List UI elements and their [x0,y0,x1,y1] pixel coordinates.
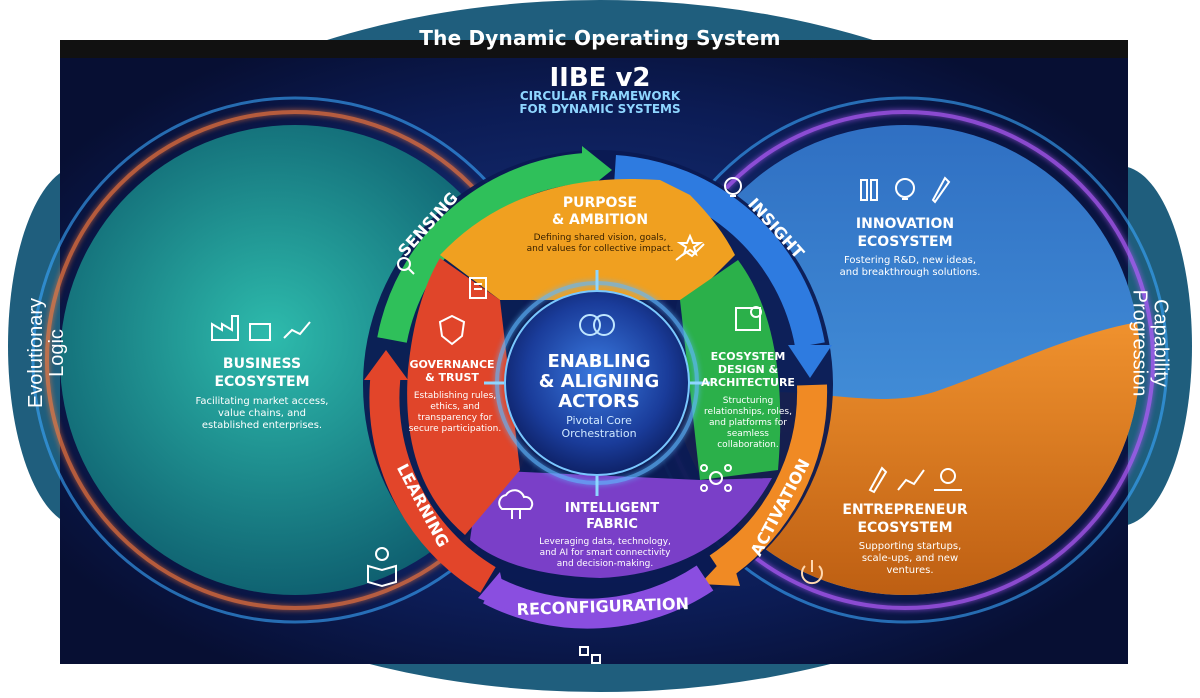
innovation-desc-1: Fostering R&D, new ideas, [844,255,976,266]
governance-desc-2: ethics, and [430,402,480,412]
insight-arrow [613,155,825,348]
reconfiguration-arrowhead [478,572,508,610]
design-desc-4: seamless [727,429,769,439]
insight-arrowhead [788,345,832,378]
purpose-desc-2: and values for collective impact. [527,244,674,254]
activation-arrow [709,384,828,581]
page-title: The Dynamic Operating System [419,26,781,50]
core-sub-2: Orchestration [561,427,636,440]
core-title-1: ENABLING [547,351,650,372]
business-desc-1: Facilitating market access, [196,396,329,407]
fabric-desc-1: Leveraging data, technology, [539,537,671,547]
design-title-2: DESIGN & [718,363,779,376]
right-label-line2: Progression [1128,289,1151,397]
reconfigure-icon [579,646,601,664]
blueprint-icon [735,306,762,331]
entrepreneur-desc-2: scale-ups, and new [862,553,958,564]
design-title-1: ECOSYSTEM [711,350,786,363]
design-desc-3: and platforms for [709,418,787,428]
design-segment [680,260,781,480]
rocket-growth-icon [868,466,962,494]
lightbulb-icon [724,177,742,197]
design-desc-5: collaboration. [717,440,779,450]
governance-title-2: & TRUST [425,371,479,384]
iibe-subtitle-2: FOR DYNAMIC SYSTEMS [519,102,680,116]
governance-desc-3: transparency for [418,413,493,423]
lab-bulb-rocket-icon [860,176,951,204]
left-label-line1: Evolutionary [25,297,48,409]
factory-chart-icon [211,315,311,341]
cloud-ai-icon [498,489,534,519]
purpose-title-2: & AMBITION [552,212,648,228]
iibe-title: IIBE v2 [549,63,650,93]
learning-arrow [369,370,496,593]
innovation-title-1: INNOVATION [856,216,954,232]
business-desc-3: established enterprises. [202,420,322,431]
brain-icon [579,314,615,336]
business-title-2: ECOSYSTEM [214,374,309,390]
core-circle [504,290,690,476]
core-sub-1: Pivotal Core [566,414,632,427]
sensing-arrow [377,153,587,343]
entrepreneur-title-2: ECOSYSTEM [857,520,952,536]
document-hand-icon [469,277,487,299]
governance-title-1: GOVERNANCE [409,358,494,371]
design-title-3: ARCHITECTURE [701,376,795,389]
learning-arrowhead [364,350,408,380]
business-desc-2: value chains, and [218,408,306,419]
left-side-label: Evolutionary Logic [25,297,69,409]
purpose-desc-1: Defining shared vision, goals, [534,233,667,243]
activation-arrowhead [700,552,740,586]
iibe-subtitle-1: CIRCULAR FRAMEWORK [520,89,681,103]
entrepreneur-title-1: ENTREPRENEUR [842,502,967,518]
governance-segment [407,258,520,535]
business-title-1: BUSINESS [223,356,301,372]
network-icon [700,464,732,492]
innovation-title-2: ECOSYSTEM [857,234,952,250]
fabric-title-2: FABRIC [586,517,638,532]
book-bulb-icon [367,547,397,588]
power-icon [801,560,823,585]
purpose-title-1: PURPOSE [563,195,637,211]
core-title-3: ACTORS [558,391,640,412]
magnifier-icon [397,257,415,275]
fabric-title-1: INTELLIGENT [565,501,659,516]
fabric-segment [470,470,772,578]
innovation-desc-2: and breakthrough solutions. [840,267,981,278]
entrepreneur-desc-1: Supporting startups, [859,541,962,552]
title-bar [60,40,1128,58]
design-desc-2: relationships, roles, [704,407,792,417]
left-label-line2: Logic [46,329,69,377]
entrepreneur-desc-3: ventures. [886,565,933,576]
star-growth-icon [675,233,705,261]
fabric-desc-2: and AI for smart connectivity [540,548,671,558]
fabric-desc-3: and decision-making. [557,559,653,569]
governance-desc-4: secure participation. [409,424,502,434]
right-label-line1: Capability [1149,299,1172,387]
design-desc-1: Structuring [723,396,773,406]
reconfiguration-arrow [483,565,714,629]
right-side-label: Capability Progression [1128,289,1172,397]
purpose-segment [440,178,735,300]
governance-desc-1: Establishing rules, [414,391,496,401]
core-title-2: & ALIGNING [539,371,659,392]
shield-handshake-icon [438,314,466,346]
